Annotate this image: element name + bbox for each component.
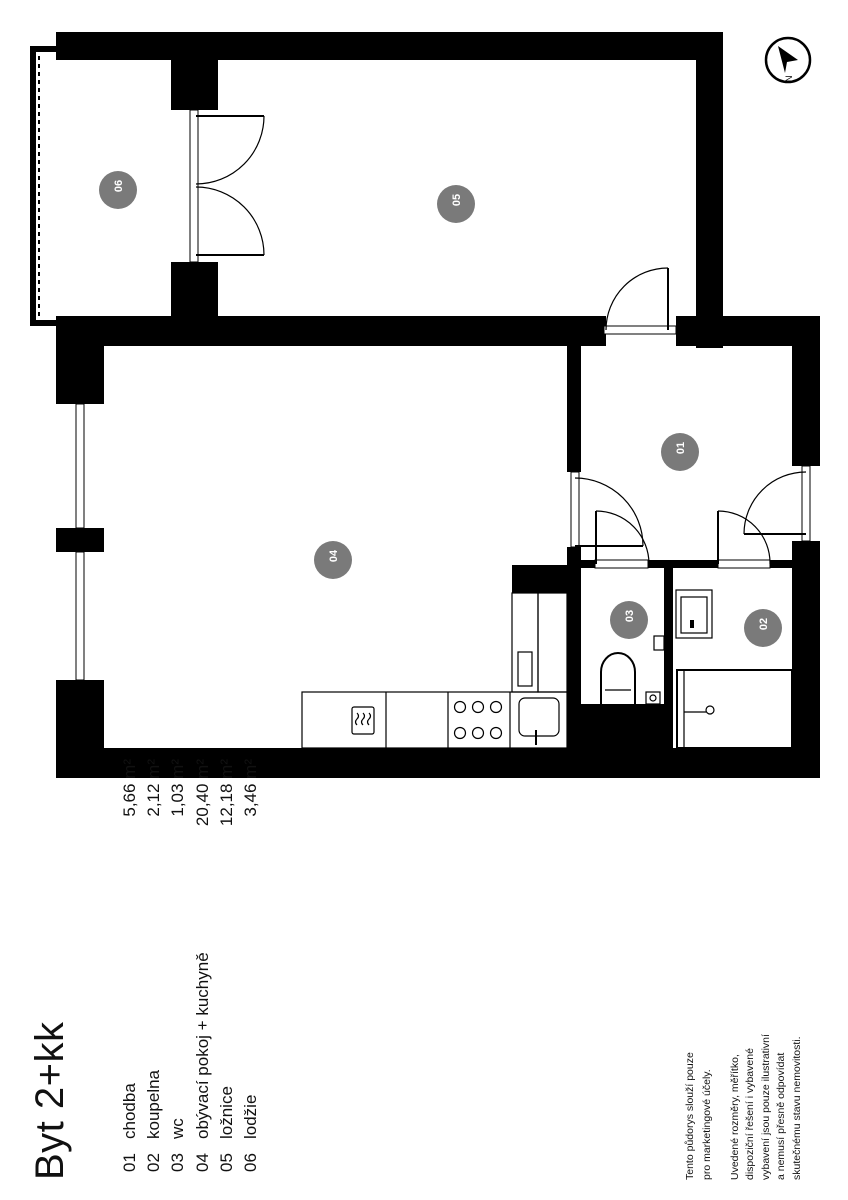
legend-row: 05 ložnice 12,18 m² <box>215 759 239 1172</box>
room-badge-02: 02 <box>744 609 782 647</box>
svg-text:02: 02 <box>758 618 770 630</box>
compass-label: N <box>784 76 794 83</box>
doors <box>195 115 807 569</box>
legend-name: lodžie <box>241 1094 261 1139</box>
room-badge-04: 04 <box>314 541 352 579</box>
marketing-note-line: pro marketingové účely. <box>700 1069 713 1180</box>
legend-area: 5,66 m² <box>120 759 139 817</box>
disclaimer-line: Uvedené rozměry, měřítko, <box>729 1054 741 1180</box>
svg-text:06: 06 <box>113 180 125 192</box>
room-badge-06: 06 <box>99 171 137 209</box>
loggia-railing <box>30 46 58 326</box>
page-title: Byt 2+kk <box>28 1021 72 1180</box>
wc-fixtures <box>600 635 665 705</box>
legend-row: 04 obývací pokoj + kuchyně 20,40 m² <box>191 759 215 1172</box>
legend-row: 06 lodžie 3,46 m² <box>239 759 263 1172</box>
legend-row: 01 chodba 5,66 m² <box>118 759 142 1172</box>
disclaimer-line: vybavení jsou pouze ilustrativní <box>759 1034 772 1180</box>
svg-text:04: 04 <box>328 549 340 562</box>
svg-text:05: 05 <box>451 194 463 206</box>
marketing-note: Tento půdorys slouží pouze pro marketing… <box>682 1052 715 1180</box>
svg-text:01: 01 <box>675 442 687 454</box>
legend-row: 02 koupelna 2,12 m² <box>142 759 166 1172</box>
legend-name: wc <box>168 1118 188 1139</box>
room-badge-03: 03 <box>610 601 648 639</box>
walls <box>56 32 820 778</box>
legend-area: 20,40 m² <box>192 759 212 827</box>
compass: N <box>764 36 812 84</box>
legend-number: 03 <box>168 1153 188 1172</box>
windows <box>75 109 811 681</box>
bathroom-fixtures <box>675 589 793 749</box>
disclaimer-line: skutečnému stavu nemovitosti. <box>790 1036 803 1180</box>
disclaimer-note: Uvedené rozměry, měřítko, dispoziční řeš… <box>728 1034 805 1180</box>
kitchen-counter <box>301 592 568 749</box>
legend-area: 3,46 m² <box>241 759 261 817</box>
legend-number: 05 <box>216 1153 236 1172</box>
disclaimer-line: dispoziční řešení i vybavené <box>744 1048 757 1180</box>
legend-name: chodba <box>120 1083 139 1139</box>
legend-row: 03 wc 1,03 m² <box>166 759 190 1172</box>
legend-name: koupelna <box>144 1069 164 1139</box>
room-badge-01: 01 <box>661 433 699 471</box>
floor-plan: N 06 05 01 04 03 02 <box>30 32 820 778</box>
legend-area: 1,03 m² <box>168 759 188 817</box>
legend-number: 06 <box>241 1153 261 1172</box>
legend-name: obývací pokoj + kuchyně <box>192 952 212 1139</box>
legend-number: 04 <box>192 1153 212 1172</box>
legend-name: ložnice <box>216 1086 236 1139</box>
legend-number: 01 <box>120 1153 139 1172</box>
disclaimer-line: a nemusí přesně odpovídat <box>775 1052 788 1180</box>
legend-area: 2,12 m² <box>144 759 164 817</box>
marketing-note-line: Tento půdorys slouží pouze <box>684 1052 696 1180</box>
room-badge-05: 05 <box>437 185 475 223</box>
room-legend: 01 chodba 5,66 m² 02 koupelna 2,12 m² 03… <box>118 759 263 1172</box>
legend-area: 12,18 m² <box>216 759 236 827</box>
legend-number: 02 <box>144 1153 164 1172</box>
svg-text:03: 03 <box>624 610 636 622</box>
